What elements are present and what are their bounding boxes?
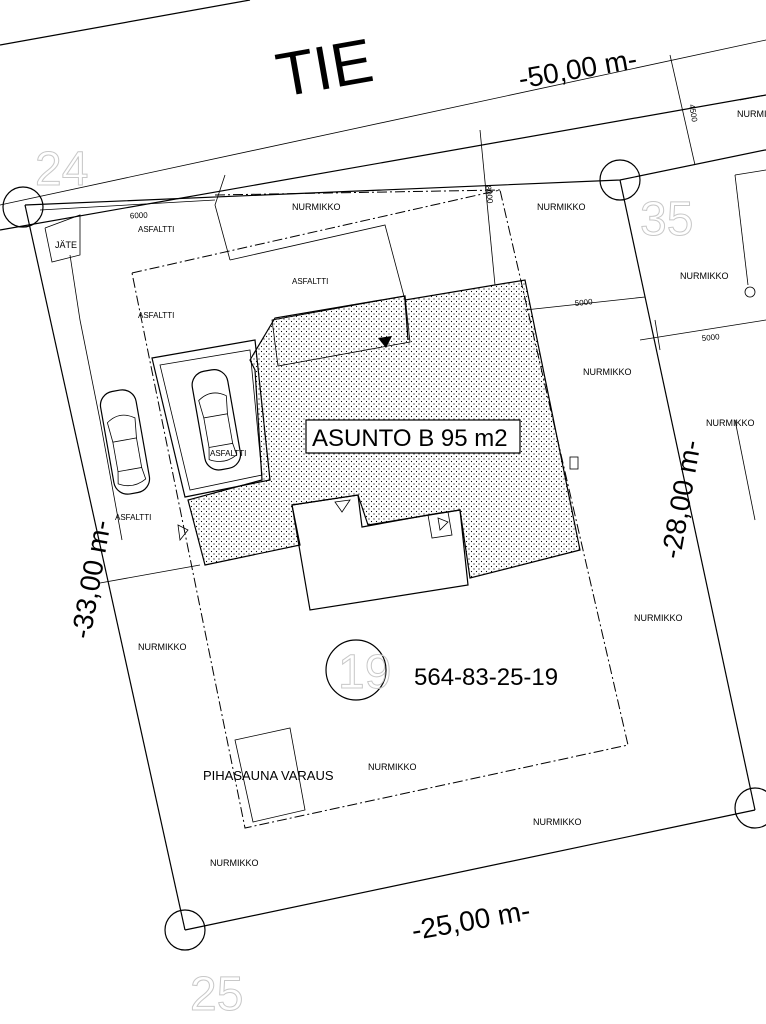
nurmikko-label: NURMIKKO — [680, 271, 729, 281]
entrance-arrow — [378, 336, 392, 348]
road: TIE — [0, 0, 766, 231]
corner-number-35: 35 — [640, 193, 693, 246]
nurmikko-label: NURMIKKO — [634, 613, 683, 623]
nurmikko-label: NURMIKKO — [537, 202, 586, 212]
dim-bottom: -25,00 m- — [409, 895, 532, 946]
asfaltti-label: ASFALTTI — [115, 513, 151, 522]
nurmikko-label: NURMIKKO — [368, 762, 417, 772]
building-area-limit-top — [214, 189, 501, 196]
corner-marker-ne — [599, 159, 641, 201]
asfaltti-label: ASFALTTI — [138, 311, 174, 320]
nurmikko-label: NURMIKKO — [138, 642, 187, 652]
road-label: TIE — [271, 26, 378, 111]
carport — [151, 295, 411, 498]
dim-6000: 6000 — [130, 211, 149, 221]
corner-number-24: 24 — [35, 143, 88, 196]
nurmikko-label: NURMIKKO — [292, 202, 341, 212]
neighbour-plot — [734, 169, 766, 298]
building-label-text: ASUNTO B 95 m2 — [312, 425, 508, 452]
parcel-number-circle — [325, 639, 387, 701]
nurmikko-label: NURMIKKO — [706, 418, 755, 428]
asfaltti-label: ASFALTTI — [292, 277, 328, 286]
waste-area: JÄTE — [44, 174, 231, 541]
nurmikko-label: NURMIKKO — [583, 367, 632, 377]
corner-marker-nw — [2, 186, 44, 228]
nurmikko-label: NURMIKKO — [737, 109, 766, 119]
car-left — [99, 389, 151, 495]
parcel-number: 19 — [338, 646, 391, 699]
terrace — [177, 456, 579, 611]
dim-8000: 8000 — [484, 185, 495, 204]
corner-marker-sw — [164, 909, 206, 951]
dim-4500: 4500 — [687, 104, 699, 124]
dim-5000-a: 5000 — [574, 297, 593, 308]
pihasauna-label: PIHASAUNA VARAUS — [203, 768, 334, 783]
sauna-reservation — [234, 727, 306, 823]
parcel-id-text: 564-83-25-19 — [414, 664, 558, 691]
car-garage — [191, 369, 242, 471]
plot-boundary — [24, 149, 766, 931]
corner-markers — [2, 159, 766, 951]
dim-5000-b: 5000 — [701, 332, 720, 343]
dim-right: -28,00 m- — [655, 438, 706, 561]
asfaltti-label: ASFALTTI — [210, 449, 246, 458]
parcel-id: 19 564-83-25-19 — [325, 639, 558, 701]
nurmikko-label: NURMIKKO — [533, 817, 582, 827]
corner-marker-se — [734, 787, 766, 829]
dimension-lines — [39, 54, 766, 584]
corner-number-25: 25 — [190, 968, 243, 1021]
dim-left: -33,00 m- — [65, 518, 116, 641]
jate-label: JÄTE — [55, 240, 77, 250]
nurmikko-label: NURMIKKO — [210, 858, 259, 868]
building-label: ASUNTO B 95 m2 — [305, 419, 521, 454]
asfaltti-label: ASFALTTI — [138, 225, 174, 234]
dim-top: -50,00 m- — [516, 43, 639, 94]
